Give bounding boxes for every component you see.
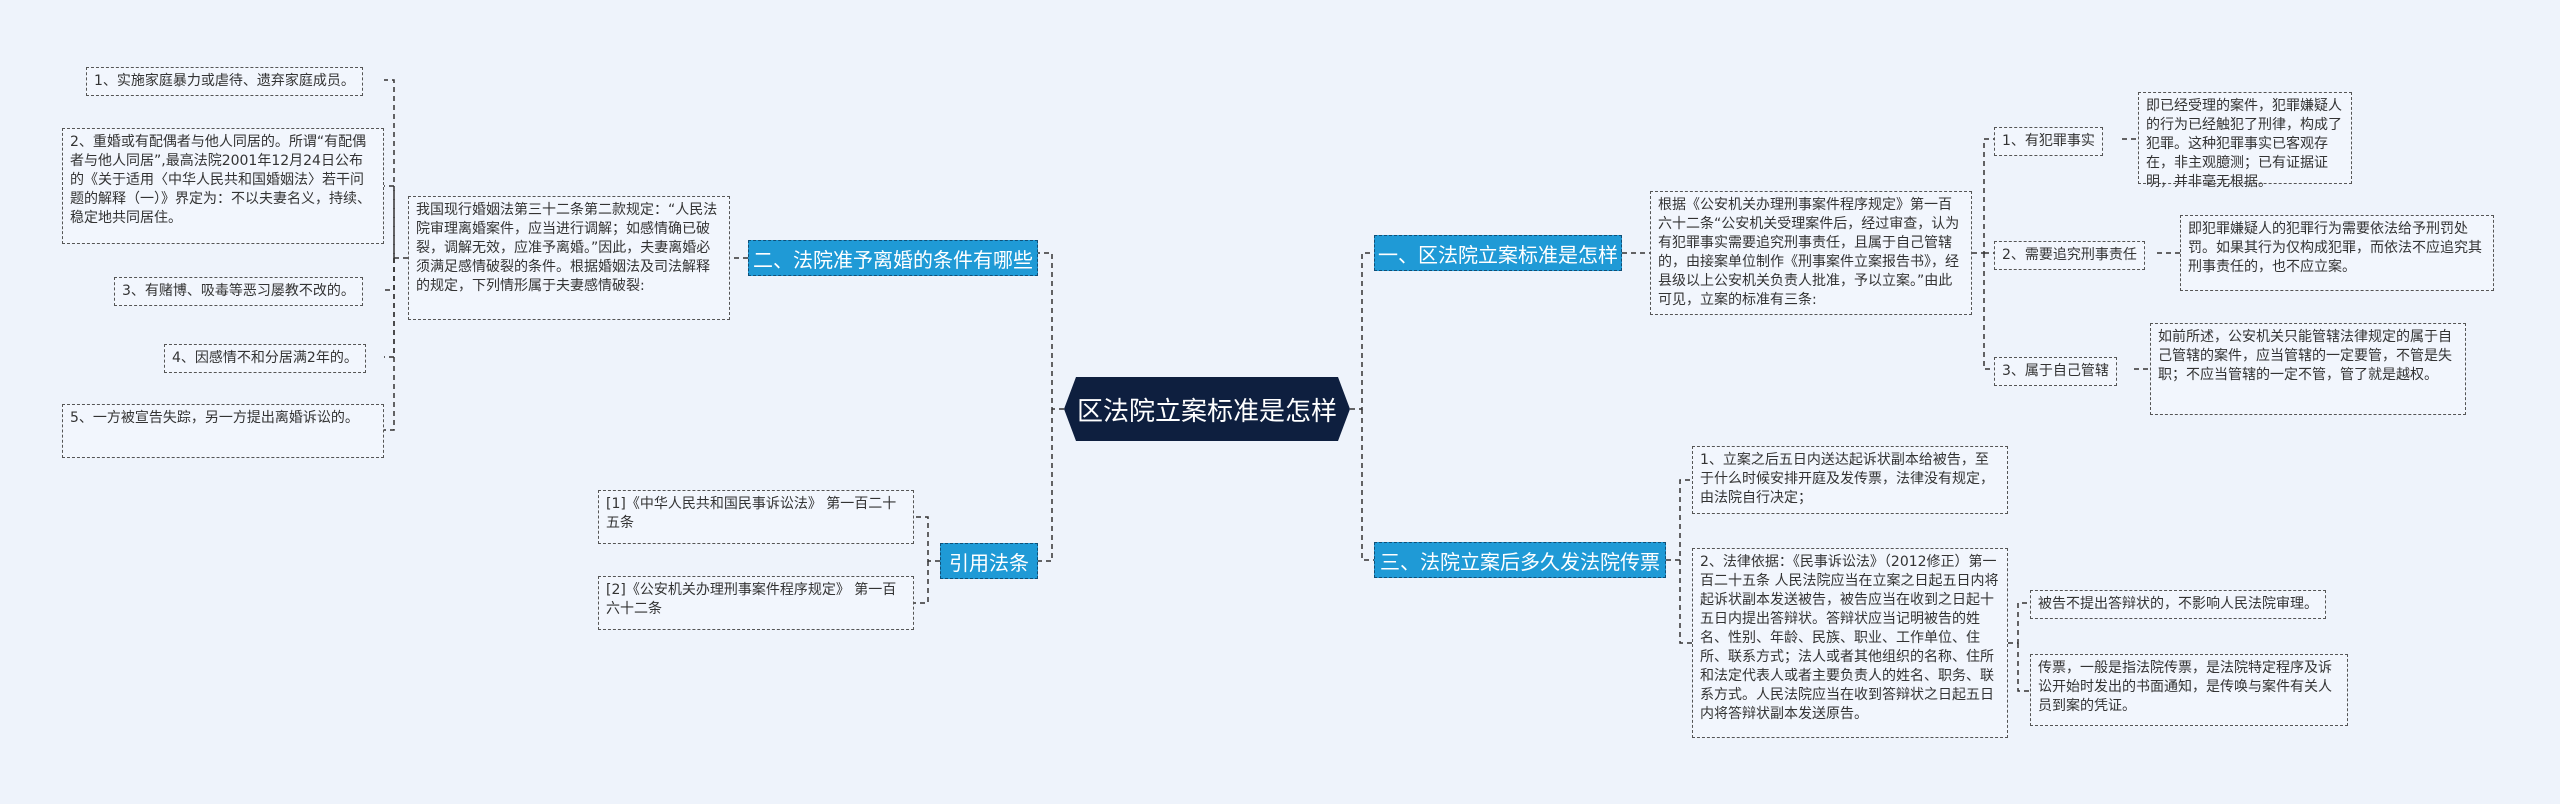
own-jurisdiction-detail: 如前所述，公安机关只能管辖法律规定的属于自己管辖的案件，应当管辖的一定要管，不管… xyxy=(2150,323,2466,415)
divorce-item-4: 4、因感情不和分居满2年的。 xyxy=(164,344,366,373)
summons-sub-1: 被告不提出答辩状的，不影响人民法院审理。 xyxy=(2030,590,2326,619)
branch-summons-timing[interactable]: 三、法院立案后多久发法院传票 xyxy=(1374,542,1666,578)
cited-statute-1[interactable]: [1]《中华人民共和国民事诉讼法》 第一百二十五条 xyxy=(598,490,914,544)
branch-cited-statutes[interactable]: 引用法条 xyxy=(940,543,1038,579)
divorce-item-5: 5、一方被宣告失踪，另一方提出离婚诉讼的。 xyxy=(62,404,384,458)
filing-standard-description: 根据《公安机关办理刑事案件程序规定》第一百六十二条“公安机关受理案件后，经过审查… xyxy=(1650,191,1972,315)
criminal-liability-detail: 即犯罪嫌疑人的犯罪行为需要依法给予刑罚处罚。如果其行为仅构成犯罪，而依法不应追究… xyxy=(2180,215,2494,291)
crime-fact-detail: 即已经受理的案件，犯罪嫌疑人的行为已经触犯了刑律，构成了犯罪。这种犯罪事实已客观… xyxy=(2138,92,2352,190)
criterion-criminal-liability[interactable]: 2、需要追究刑事责任 xyxy=(1994,241,2145,270)
summons-item-2: 2、法律依据：《民事诉讼法》（2012修正）第一百二十五条 人民法院应当在立案之… xyxy=(1692,548,2008,738)
summons-item-1: 1、立案之后五日内送达起诉状副本给被告，至于什么时候安排开庭及发传票，法律没有规… xyxy=(1692,446,2008,514)
divorce-item-2: 2、重婚或有配偶者与他人同居的。所谓“有配偶者与他人同居”,最高法院2001年1… xyxy=(62,128,384,244)
cited-statute-2[interactable]: [2]《公安机关办理刑事案件程序规定》 第一百六十二条 xyxy=(598,576,914,630)
branch-divorce-conditions[interactable]: 二、法院准予离婚的条件有哪些 xyxy=(748,240,1038,276)
criterion-own-jurisdiction[interactable]: 3、属于自己管辖 xyxy=(1994,357,2117,386)
divorce-item-1: 1、实施家庭暴力或虐待、遗弃家庭成员。 xyxy=(86,67,363,96)
root-topic[interactable]: 区法院立案标准是怎样 xyxy=(1064,377,1350,441)
divorce-item-3: 3、有赌博、吸毒等恶习屡教不改的。 xyxy=(114,277,363,306)
divorce-conditions-description: 我国现行婚姻法第三十二条第二款规定：“人民法院审理离婚案件，应当进行调解；如感情… xyxy=(408,196,730,320)
criterion-crime-fact[interactable]: 1、有犯罪事实 xyxy=(1994,127,2103,156)
branch-filing-standard[interactable]: 一、区法院立案标准是怎样 xyxy=(1374,235,1622,271)
summons-sub-2: 传票，一般是指法院传票，是法院特定程序及诉讼开始时发出的书面通知，是传唤与案件有… xyxy=(2030,654,2348,726)
